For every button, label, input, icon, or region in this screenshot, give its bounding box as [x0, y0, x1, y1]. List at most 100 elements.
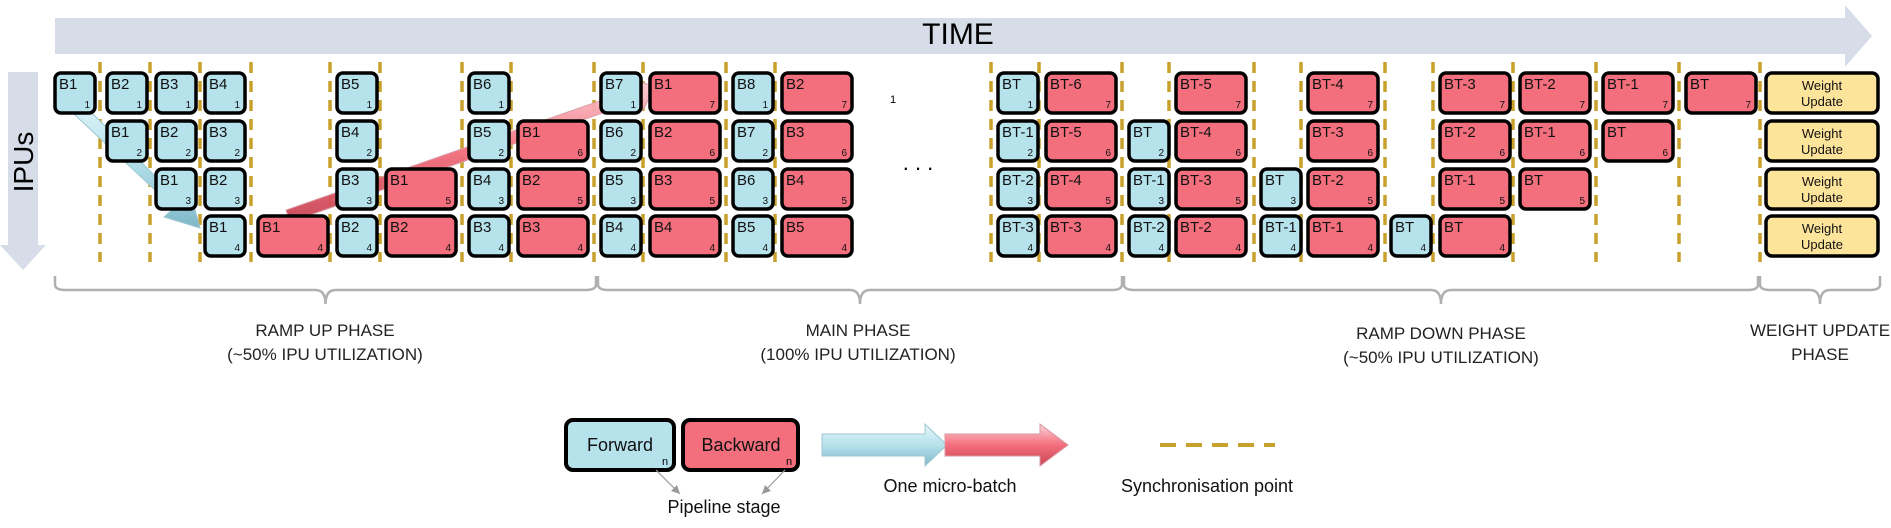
block-stage: 6	[841, 148, 847, 159]
forward-block-rect	[599, 167, 643, 211]
forward-block: B43	[467, 167, 511, 211]
block-stage: 5	[1105, 196, 1111, 207]
weight-update-line1: Weight	[1802, 174, 1843, 189]
backward-block: BT-47	[1306, 71, 1380, 115]
time-label: TIME	[922, 18, 994, 51]
block-stage: 7	[1662, 100, 1668, 111]
block-label: B2	[522, 172, 540, 189]
block-stage: 2	[630, 148, 636, 159]
forward-block: B33	[335, 167, 379, 211]
block-stage: 4	[1158, 243, 1164, 254]
block-stage: 4	[1105, 243, 1111, 254]
phase-ramp-up-util: (~50% IPU UTILIZATION)	[227, 345, 423, 364]
phase-brace	[596, 276, 1124, 305]
block-label: B2	[654, 124, 672, 141]
backward-block-rect	[1438, 214, 1512, 258]
backward-block: BT-17	[1601, 71, 1675, 115]
block-stage: 2	[762, 148, 768, 159]
block-label: BT-6	[1050, 76, 1082, 93]
block-label: BT-3	[1312, 124, 1344, 141]
legend-pointer-left-head	[671, 485, 680, 494]
block-stage: 3	[366, 196, 372, 207]
forward-block-rect	[467, 167, 511, 211]
block-label: B4	[209, 76, 227, 93]
block-label: BT-4	[1050, 172, 1082, 189]
block-stage: 1	[762, 100, 768, 111]
block-stage: 2	[136, 148, 142, 159]
block-label: BT-2	[1524, 76, 1556, 93]
backward-block: BT-15	[1438, 167, 1512, 211]
block-label: BT	[1524, 172, 1543, 189]
block-label: BT-3	[1050, 219, 1082, 236]
block-label: BT-3	[1002, 219, 1034, 236]
weight-update-line2: Update	[1801, 190, 1843, 205]
block-label: B3	[160, 76, 178, 93]
backward-block: BT-57	[1174, 71, 1248, 115]
backward-block-rect	[384, 167, 458, 211]
ipu-axis-arrow	[0, 72, 46, 270]
block-label: BT	[1395, 219, 1414, 236]
backward-block-rect	[384, 214, 458, 258]
block-label: BT-2	[1180, 219, 1212, 236]
backward-block-rect	[1306, 119, 1380, 163]
backward-block: BT-26	[1438, 119, 1512, 163]
forward-block: B52	[467, 119, 511, 163]
block-label: BT-2	[1002, 172, 1034, 189]
forward-block: B1 2	[105, 119, 149, 163]
block-stage: 3	[762, 196, 768, 207]
block-stage: 2	[366, 148, 372, 159]
block-stage: 4	[1499, 243, 1505, 254]
forward-block: B11	[53, 71, 97, 115]
block-label: B1	[390, 172, 408, 189]
forward-block: BT 2	[1127, 119, 1171, 163]
backward-block: BT-16	[1518, 119, 1592, 163]
block-label: B1	[59, 76, 77, 93]
backward-block: BT-56	[1044, 119, 1118, 163]
backward-block-rect	[1684, 71, 1758, 115]
block-label: B7	[605, 76, 623, 93]
block-stage: 5	[1367, 196, 1373, 207]
legend-pipeline-stage-label: Pipeline stage	[667, 497, 780, 517]
block-stage: 5	[841, 196, 847, 207]
legend-microbatch-red-arrow	[944, 423, 1069, 467]
weight-update-line1: Weight	[1802, 78, 1843, 93]
backward-block: B45	[780, 167, 854, 211]
weight-update-line2: Update	[1801, 142, 1843, 157]
forward-block: B23	[203, 167, 247, 211]
backward-block-rect	[648, 119, 722, 163]
block-label: BT-1	[1524, 124, 1556, 141]
backward-block-rect	[780, 71, 854, 115]
backward-block-rect	[1306, 71, 1380, 115]
block-label: BT-4	[1312, 76, 1344, 93]
block-label: B1	[111, 124, 129, 141]
backward-block-rect	[1174, 214, 1248, 258]
backward-block: BT-67	[1044, 71, 1118, 115]
block-label: B5	[341, 76, 359, 93]
forward-block: B31	[154, 71, 198, 115]
forward-block-rect	[467, 119, 511, 163]
block-label: BT	[1133, 124, 1152, 141]
forward-block: B7 2	[731, 119, 775, 163]
legend-forward-sub: n	[662, 456, 668, 468]
block-stage: 3	[498, 196, 504, 207]
forward-block: B71	[599, 71, 643, 115]
backward-block-rect	[1601, 119, 1675, 163]
forward-block-rect	[154, 119, 198, 163]
block-label: BT	[1607, 124, 1626, 141]
backward-block: BT4	[1438, 214, 1512, 258]
weight-update-rect	[1764, 71, 1880, 115]
weight-update-blocks: WeightUpdateWeightUpdateWeightUpdateWeig…	[1764, 71, 1880, 258]
forward-block: B32	[203, 119, 247, 163]
forward-block: B81	[731, 71, 775, 115]
phase-brace	[53, 276, 598, 305]
block-stage: 6	[1662, 148, 1668, 159]
block-label: BT-2	[1312, 172, 1344, 189]
block-label: B6	[737, 172, 755, 189]
block-stage: 3	[1027, 196, 1033, 207]
weight-update-rect	[1764, 119, 1880, 163]
phase-main-util: (100% IPU UTILIZATION)	[760, 345, 955, 364]
block-label: B7	[737, 124, 755, 141]
block-stage: 2	[1158, 148, 1164, 159]
forward-block-rect	[335, 119, 379, 163]
